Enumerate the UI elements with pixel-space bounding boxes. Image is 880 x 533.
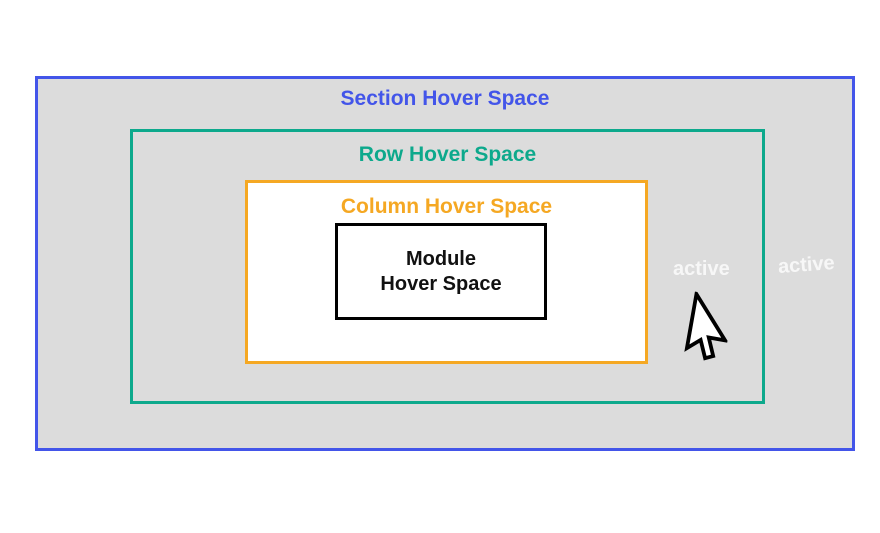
- section-hover-space-label: Section Hover Space: [340, 87, 550, 110]
- column-hover-space-label: Column Hover Space: [340, 195, 553, 218]
- active-badge-row-gap: active: [673, 258, 730, 280]
- module-hover-space-label-line2: Hover Space: [380, 272, 502, 295]
- row-hover-space-label: Row Hover Space: [358, 143, 537, 166]
- module-hover-space[interactable]: Module Hover Space: [335, 223, 547, 320]
- active-badge-section-gap: active: [777, 252, 836, 278]
- mouse-cursor-icon: [684, 291, 729, 361]
- module-hover-space-label-line1: Module: [406, 247, 476, 270]
